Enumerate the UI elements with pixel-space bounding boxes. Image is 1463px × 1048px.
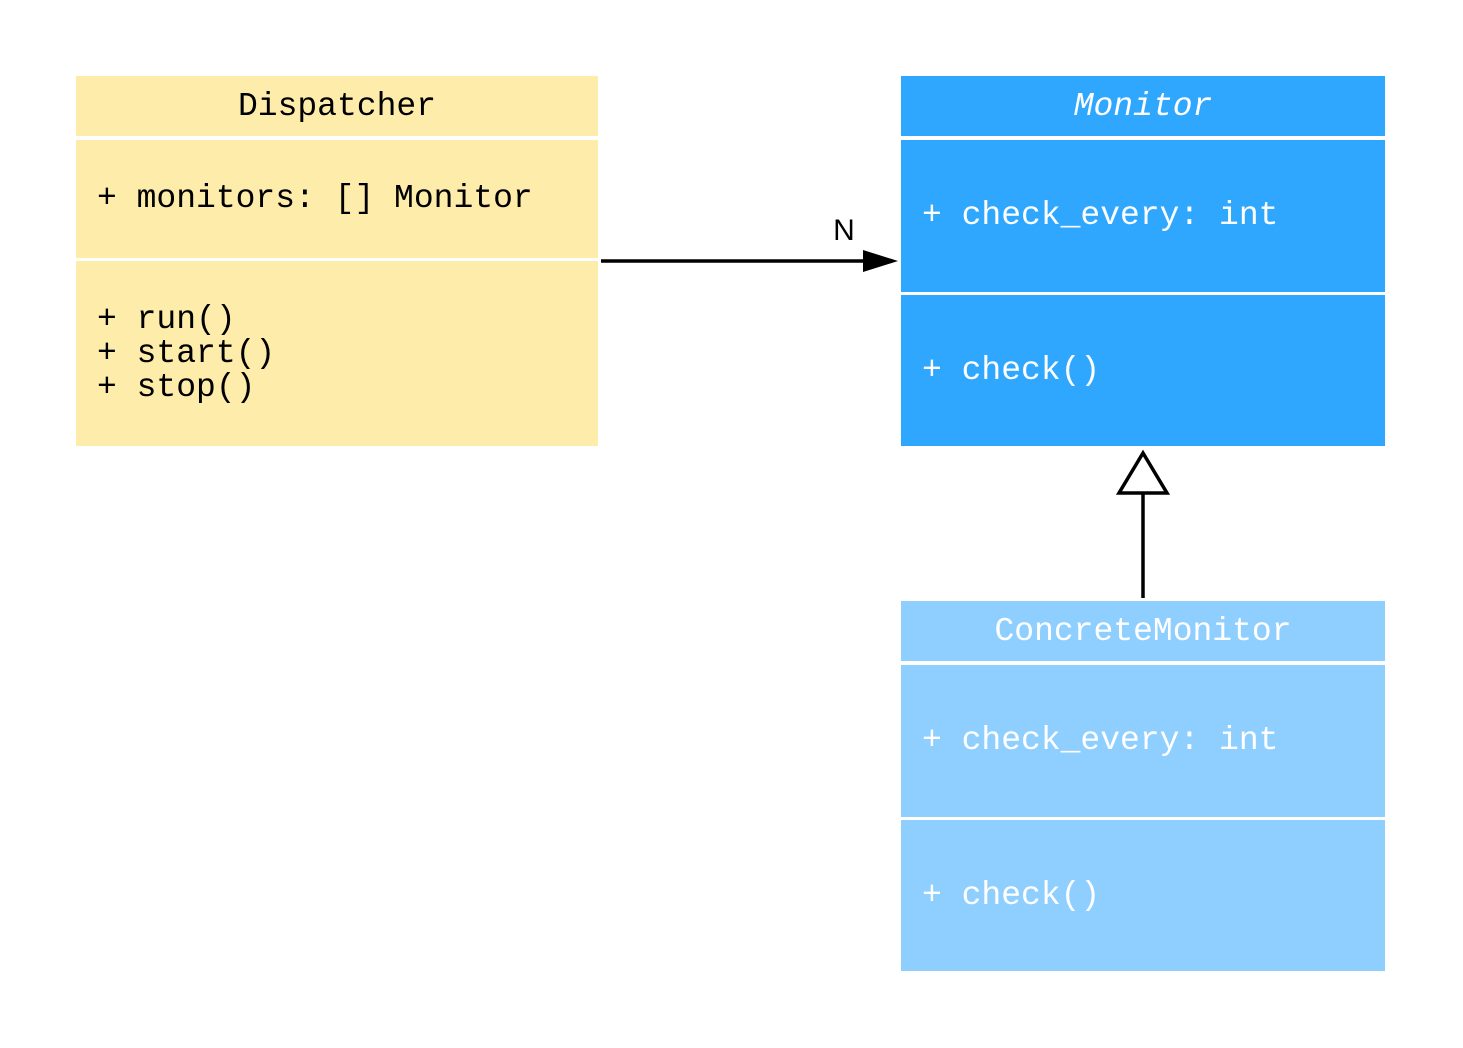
attribute: + check_every: int xyxy=(922,722,1279,759)
class-methods: + check() xyxy=(901,295,1385,446)
class-attributes: + check_every: int xyxy=(901,140,1385,292)
class-monitor: Monitor + check_every: int + check() xyxy=(901,76,1385,446)
multiplicity-label: N xyxy=(833,214,855,247)
class-name: Monitor xyxy=(901,76,1385,136)
attribute: + check_every: int xyxy=(922,197,1279,234)
method: + stop() xyxy=(97,368,256,406)
class-concrete-monitor: ConcreteMonitor + check_every: int + che… xyxy=(901,601,1385,971)
method: + start() xyxy=(97,334,276,372)
class-name: Dispatcher xyxy=(76,76,598,136)
method: + check() xyxy=(922,351,1101,389)
class-name: ConcreteMonitor xyxy=(901,601,1385,661)
class-attributes: + monitors: [] Monitor xyxy=(76,140,598,258)
class-dispatcher: Dispatcher + monitors: [] Monitor + run(… xyxy=(76,76,598,446)
class-methods: + run() + start() + stop() xyxy=(76,261,598,446)
association-arrow xyxy=(601,250,898,272)
inheritance-arrow xyxy=(1115,449,1171,598)
method: + run() xyxy=(97,300,236,338)
class-attributes: + check_every: int xyxy=(901,665,1385,817)
method: + check() xyxy=(922,876,1101,914)
attribute: + monitors: [] Monitor xyxy=(97,180,533,217)
class-methods: + check() xyxy=(901,820,1385,971)
